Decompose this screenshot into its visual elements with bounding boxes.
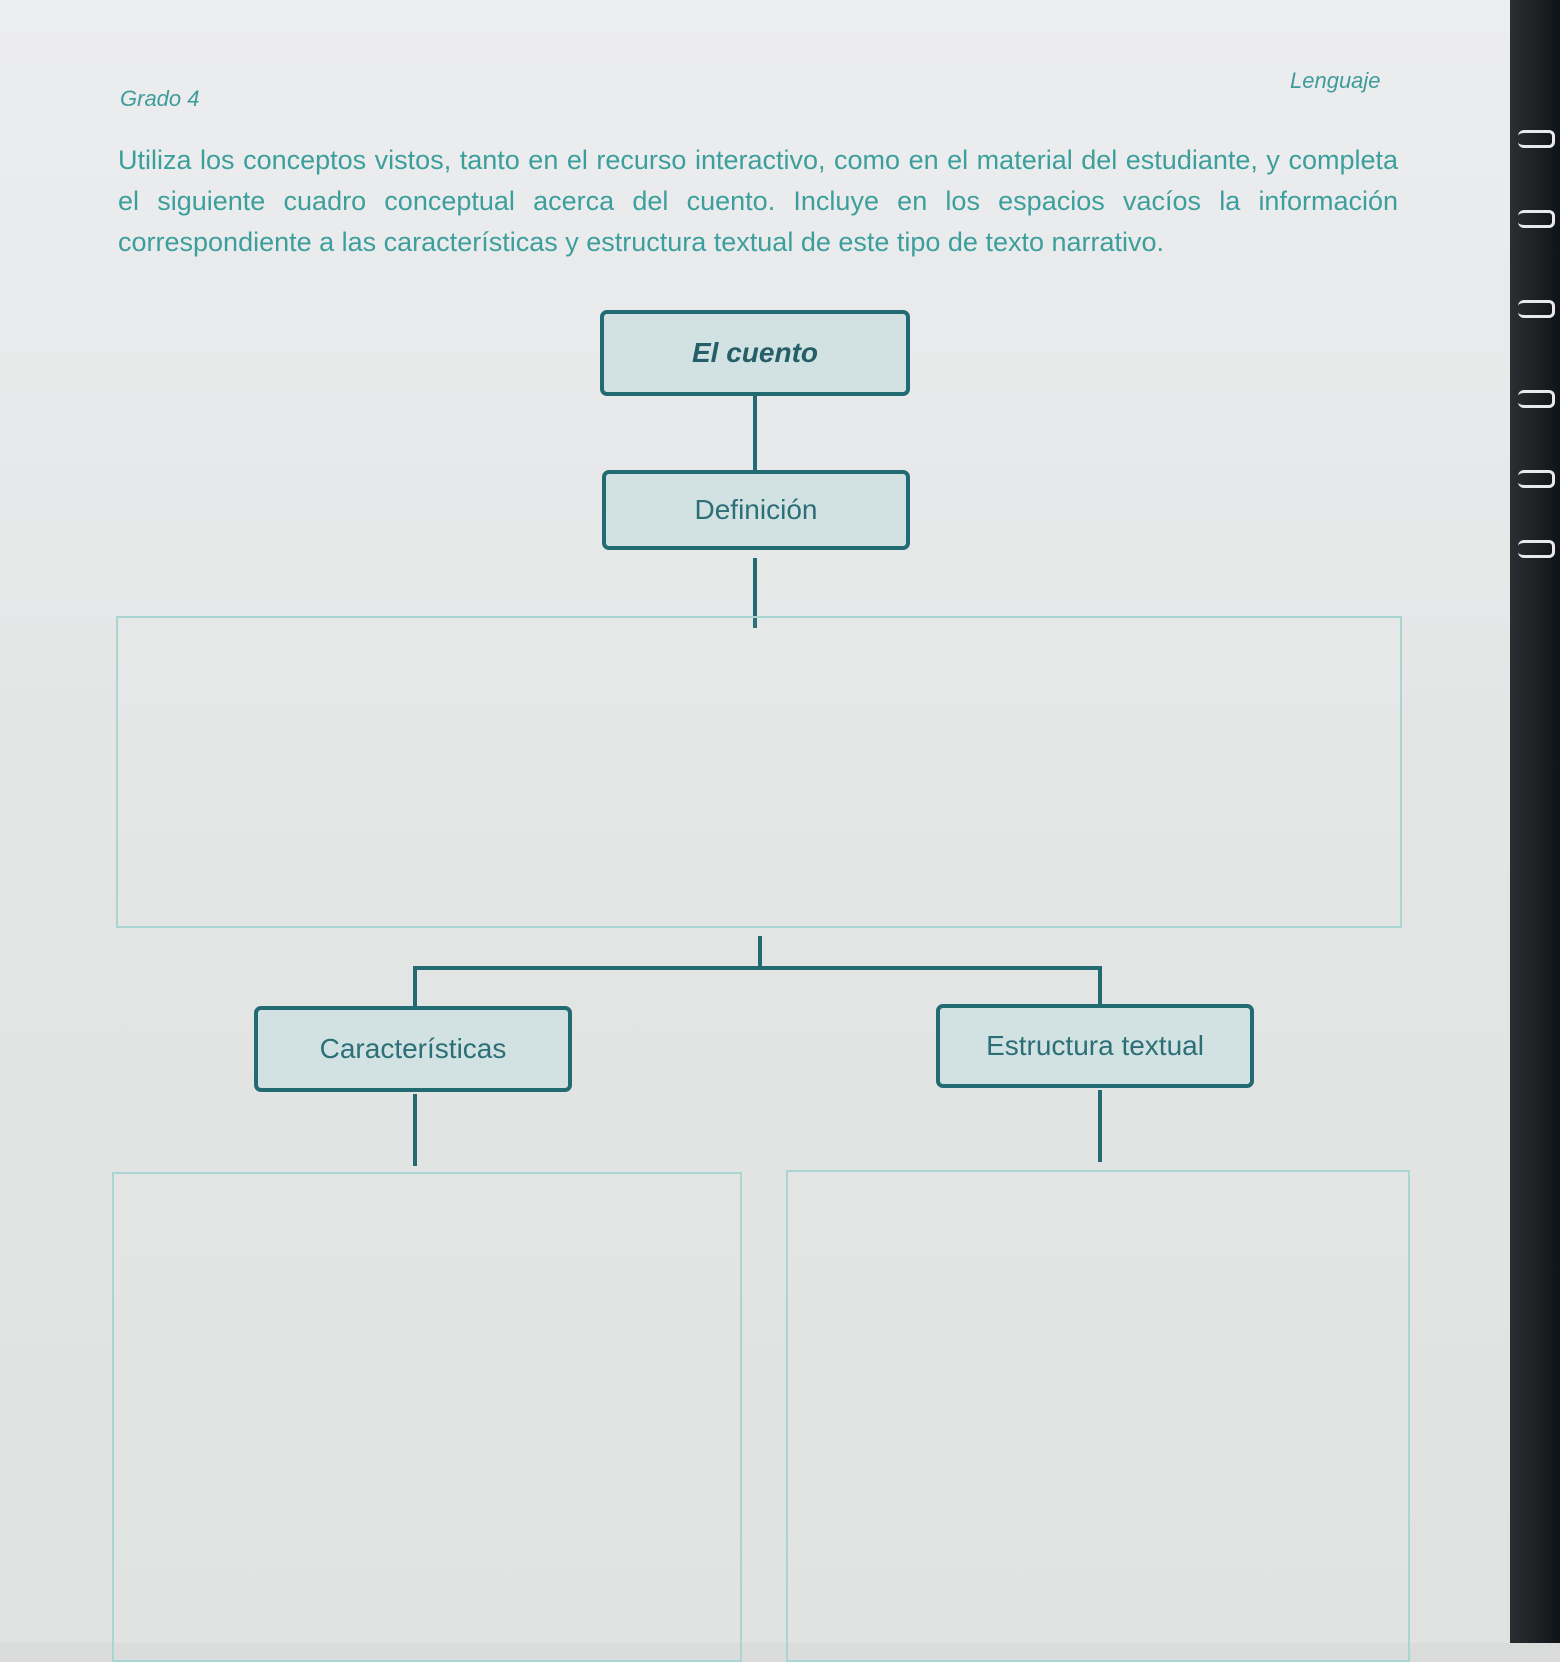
characteristics-node-label: Características [319, 1033, 507, 1064]
structure-answer-area[interactable] [786, 1170, 1410, 1662]
root-node-label: El cuento [691, 337, 818, 368]
book-edge-mark [1518, 130, 1555, 148]
structure-node: Estructura textual [936, 1004, 1254, 1088]
book-edge-mark [1518, 210, 1555, 228]
connector-branch-right [1098, 966, 1102, 1006]
background-book-edge [1510, 0, 1560, 1643]
definition-node: Definición [602, 470, 910, 550]
book-edge-mark [1518, 390, 1555, 408]
connector-branch-horizontal [413, 966, 1102, 970]
root-node: El cuento [600, 310, 910, 396]
book-edge-mark [1518, 540, 1555, 558]
connector-structure-answer [1098, 1090, 1102, 1162]
book-edge-mark [1518, 470, 1555, 488]
worksheet-page: Grado 4 Lenguaje Utiliza los conceptos v… [0, 0, 1510, 1662]
connector-characteristics-answer [413, 1094, 417, 1166]
connector-answer-branch [758, 936, 762, 970]
subject-label: Lenguaje [1290, 68, 1381, 93]
characteristics-answer-area[interactable] [112, 1172, 742, 1662]
connector-root-definition [753, 396, 757, 470]
structure-node-label: Estructura textual [986, 1030, 1204, 1061]
characteristics-node: Características [254, 1006, 572, 1092]
definition-answer-area[interactable] [116, 616, 1402, 928]
grade-label: Grado 4 [120, 86, 200, 111]
connector-branch-left [413, 966, 417, 1008]
connector-definition-answer [753, 558, 757, 628]
book-edge-mark [1518, 300, 1555, 318]
definition-node-label: Definición [694, 494, 818, 525]
instructions-text: Utiliza los conceptos vistos, tanto en e… [118, 145, 1398, 257]
